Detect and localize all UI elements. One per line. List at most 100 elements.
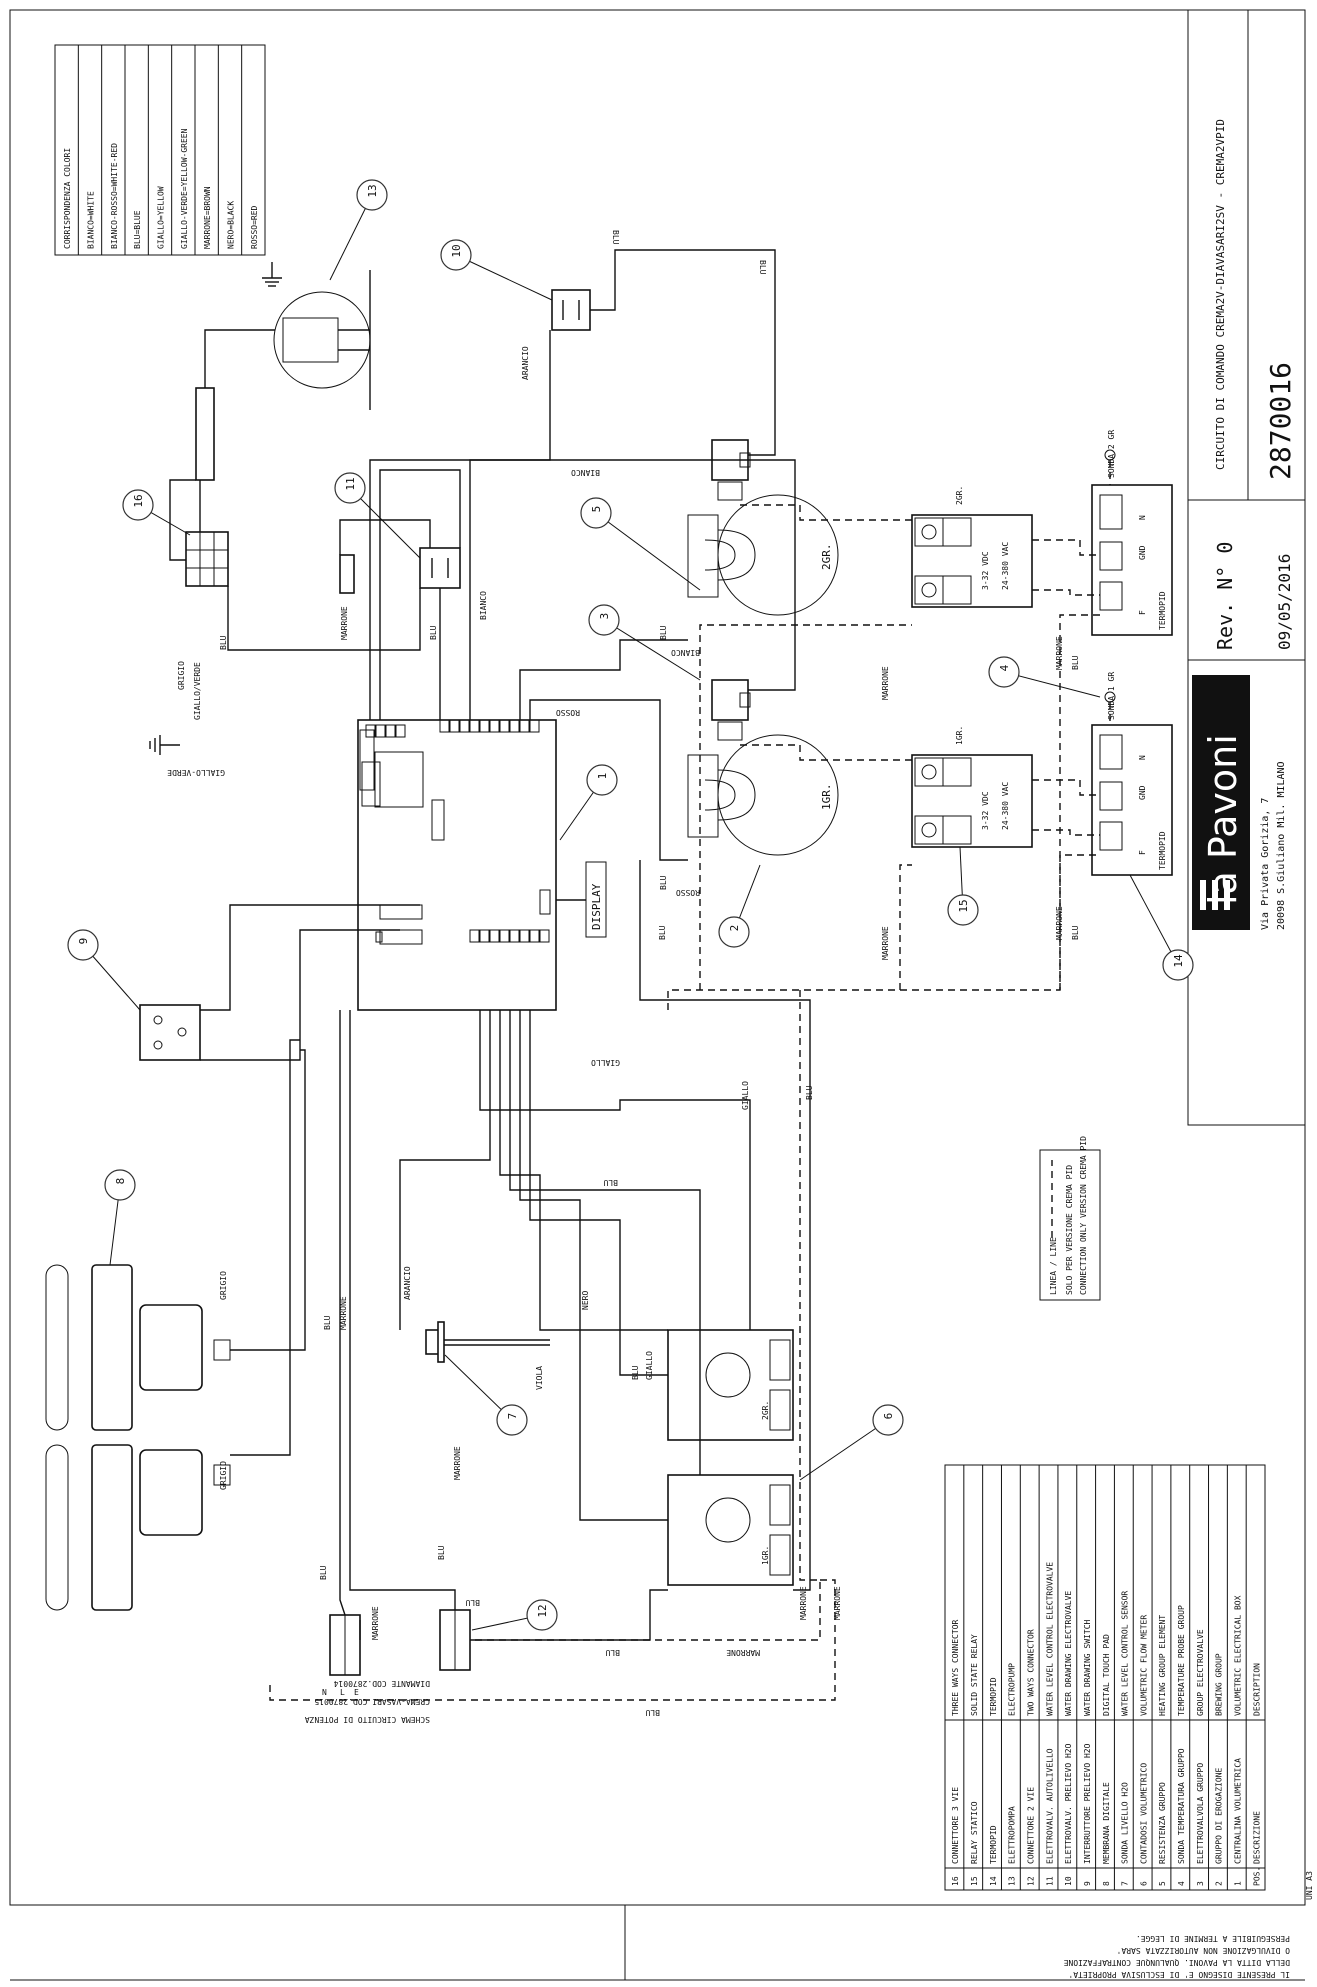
ssr1-group-label: 1GR. <box>955 726 964 745</box>
power-note-line3: DIAMANTE COD.2870014 <box>333 1679 430 1688</box>
wire-label-blu-3: BLU <box>429 625 438 640</box>
ground-icon <box>262 262 282 287</box>
wire-label-marrone-7: MARRONE <box>453 1446 462 1480</box>
callout-balloon <box>1162 949 1194 981</box>
callout-balloon <box>872 1404 904 1436</box>
pid2-n: N <box>1138 515 1147 520</box>
probe1-label: SONDA 1 GR <box>1107 672 1116 720</box>
component-pos: 1 <box>1234 1881 1243 1886</box>
terminal-pin <box>479 719 490 733</box>
component-desc-it: SONDA LIVELLO H2O <box>1121 1782 1130 1864</box>
marrone-connector <box>339 554 355 594</box>
component-desc-it: MEMBRANA DIGITALE <box>1102 1782 1111 1864</box>
color-legend-row: NERO=BLACK <box>227 201 236 249</box>
wire-label-rosso-2: ROSSO <box>676 888 700 897</box>
component-desc-it: ELETTROPOMPA <box>1008 1806 1017 1864</box>
terminal-pin <box>509 929 520 943</box>
wire-label-rosso-1: ROSSO <box>556 708 580 717</box>
component-pos: 3 <box>1196 1881 1205 1886</box>
control-box: DISPLAY <box>357 719 607 1011</box>
drawing-frame <box>9 9 1306 1906</box>
component-desc-en: TERMOPID <box>989 1677 998 1716</box>
pid1-f: F <box>1138 850 1147 855</box>
terminal-pin <box>449 719 460 733</box>
wire-label-marrone-4: MARRONE <box>1055 636 1064 670</box>
component-pos: 9 <box>1083 1881 1092 1886</box>
component-desc-en: VOLUMETRIC ELECTRICAL BOX <box>1234 1595 1243 1716</box>
terminal-pin <box>479 929 490 943</box>
component-desc-it: CONTADOSI VOLUMETRICO <box>1139 1763 1148 1864</box>
wire-label-blu-4: BLU <box>219 635 228 650</box>
callout-balloon <box>496 1404 528 1436</box>
copyright-line2: DELLA DITTA LA PAVONI. QUALUNQUE CONTRAF… <box>1063 1958 1290 1967</box>
callout-number: 6 <box>882 1413 895 1420</box>
wire-label-giallo-2: GIALLO <box>741 1081 750 1110</box>
callout-balloon <box>586 764 618 796</box>
component-desc-en: DESCRIPTION <box>1252 1663 1261 1716</box>
component-pos: 15 <box>970 1876 979 1886</box>
component-pos: POS. <box>1252 1867 1261 1886</box>
callout-number: 3 <box>598 613 611 620</box>
callout-number: 15 <box>957 899 970 912</box>
temperature-probe-2: SONDA 2 GR <box>1104 430 1116 478</box>
wire-label-blu-12: BLU <box>631 1365 640 1380</box>
drawing-number: 2870016 <box>1264 362 1297 480</box>
component-desc-en: SOLID STATE RELAY <box>970 1634 979 1716</box>
component-desc-it: RELAY STATICO <box>970 1801 979 1864</box>
callout-balloon <box>104 1169 136 1201</box>
component-pos: 5 <box>1158 1881 1167 1886</box>
wire-label-arancio-2: ARANCIO <box>403 1266 412 1300</box>
callout-number: 10 <box>450 244 463 257</box>
component-pos: 13 <box>1008 1876 1017 1886</box>
component-desc-en: VOLUMETRIC FLOW METER <box>1139 1615 1148 1716</box>
brewing-group-1: 1GR. <box>687 734 839 856</box>
wire-labels: BLU BLU ARANCIO BIANCO BIANCO ROSSO ROSS… <box>167 230 1080 1717</box>
wire-label-blu-8: BLU <box>1071 655 1080 670</box>
callout-number: 8 <box>114 1178 127 1185</box>
wire-label-giallo-1: GIALLO <box>591 1058 620 1067</box>
component-pos: 16 <box>951 1876 960 1886</box>
wire-label-viola: VIOLA <box>535 1366 544 1390</box>
group-valve-1 <box>711 679 751 741</box>
callout-balloon <box>440 239 472 271</box>
line-legend-desc1: SOLO PER VERSIONE CREMA PID <box>1065 1165 1074 1295</box>
component-desc-en: WATER LEVEL CONTROL SENSOR <box>1121 1591 1130 1716</box>
wire-label-blu-11: BLU <box>603 1178 618 1187</box>
pid2-label: TERMOPID <box>1158 591 1167 630</box>
revision: Rev. N° 0 <box>1213 542 1237 650</box>
autolevel-valve <box>419 547 461 589</box>
line-legend: LINEA / LINE SOLO PER VERSIONE CREMA PID… <box>1039 1136 1101 1301</box>
terminal-pin <box>519 929 530 943</box>
water-drawing-valve <box>551 289 591 331</box>
group-1-label: 1GR. <box>820 784 833 811</box>
ssr2-output-label: 24-380 VAC <box>1001 542 1010 590</box>
callout-number: 13 <box>366 184 379 197</box>
component-desc-en: THREE WAYS CONNECTOR <box>951 1619 960 1716</box>
power-note-line2: CREMA-VASARI COD.2870015 <box>314 1697 430 1706</box>
component-pos: 11 <box>1045 1876 1054 1886</box>
callout-balloon <box>588 604 620 636</box>
terminal-pin <box>489 719 500 733</box>
component-desc-it: ELETTROVALVOLA GRUPPO <box>1196 1763 1205 1864</box>
component-desc-en: TEMPERATURE PROBE GROUP <box>1177 1605 1186 1716</box>
terminal-pin <box>365 724 376 738</box>
terminal-pin <box>499 929 510 943</box>
ground-icon <box>149 735 180 755</box>
pid2-f: F <box>1138 610 1147 615</box>
sheet-format: UNI A3 <box>1305 1871 1314 1900</box>
component-desc-it: INTERRUTTORE PRELIEVO H2O <box>1083 1743 1092 1864</box>
component-desc-it: TERMOPID <box>989 1825 998 1864</box>
line-legend-desc2: CONNECTION ONLY VERSION CREMA PID <box>1079 1136 1088 1295</box>
wire-label-marrone-1: MARRONE <box>340 606 349 640</box>
color-legend-row: ROSSO=RED <box>250 205 259 249</box>
electropump <box>273 270 371 410</box>
address-line1: Via Privata Gorizia, 7 <box>1260 798 1271 930</box>
terminal-pin <box>395 724 406 738</box>
wire-label-marrone-8: MARRONE <box>726 1648 760 1657</box>
terminal-pin <box>509 719 520 733</box>
callout-balloon <box>122 489 154 521</box>
callout-balloon <box>988 656 1020 688</box>
callout-balloon <box>947 894 979 926</box>
